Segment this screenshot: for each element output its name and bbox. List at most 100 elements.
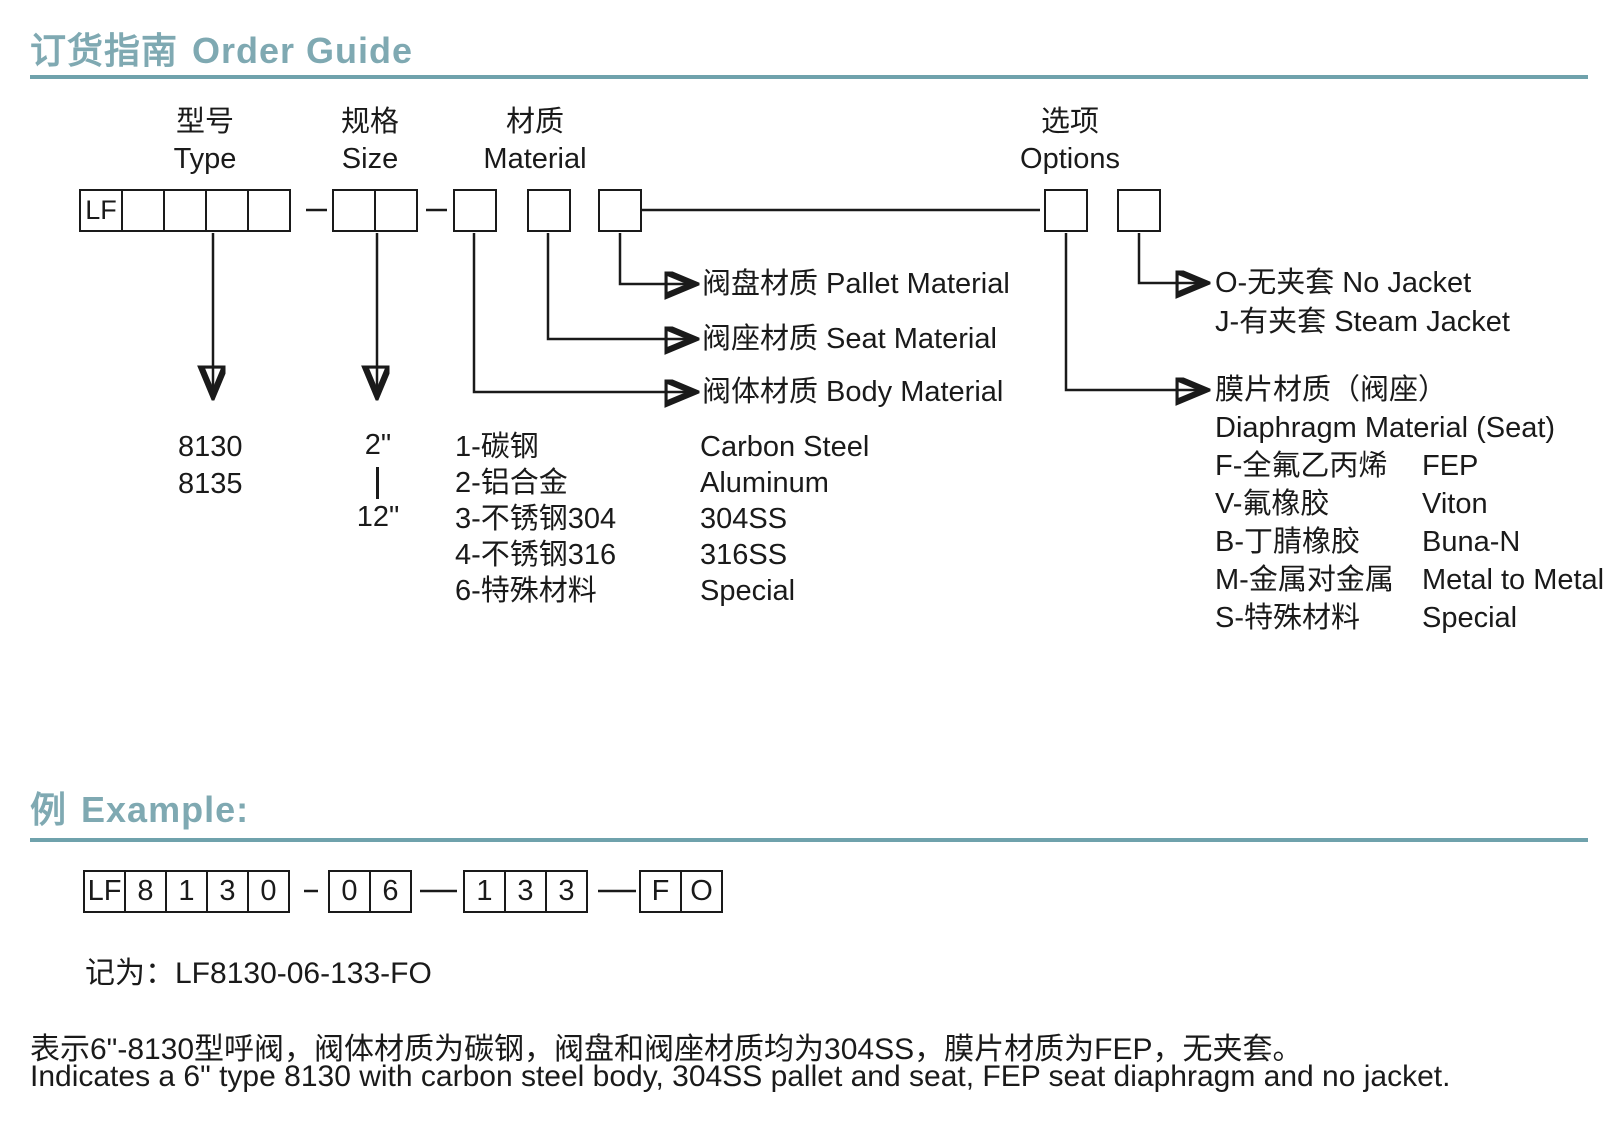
example-cell: 3 bbox=[545, 870, 588, 913]
material-code-list-zh: 1-碳钢 2-铝合金 3-不锈钢304 4-不锈钢316 6-特殊材料 bbox=[455, 429, 616, 609]
header-rule bbox=[30, 75, 1588, 79]
callout-steam-jacket: J-有夹套 Steam Jacket bbox=[1215, 306, 1510, 338]
material-code: 1-碳钢 bbox=[455, 431, 539, 463]
page-title-en: Order Guide bbox=[192, 30, 414, 71]
example-description-en: Indicates a 6" type 8130 with carbon ste… bbox=[30, 1060, 1451, 1093]
example-cell: 1 bbox=[165, 870, 208, 913]
pallet-material-connector bbox=[618, 233, 692, 284]
column-header-material-en: Material bbox=[483, 143, 587, 175]
material-name: 316SS bbox=[700, 539, 788, 571]
example-type-boxes: LF 8 1 3 0 bbox=[83, 870, 290, 913]
example-cell: 3 bbox=[206, 870, 249, 913]
callout-body-material: 阀体材质 Body Material bbox=[702, 376, 1004, 408]
column-header-size-zh: 规格 bbox=[340, 106, 400, 138]
column-header-type: 型号 Type bbox=[174, 104, 237, 178]
type-code-8130: 8130 bbox=[178, 431, 243, 463]
column-header-material: 材质 Material bbox=[483, 104, 586, 178]
diaphragm-name: Special bbox=[1422, 602, 1518, 634]
material-name: 304SS bbox=[700, 503, 788, 535]
diaphragm-name: Metal to Metal bbox=[1422, 564, 1605, 596]
diaphragm-code: V-氟橡胶 bbox=[1215, 488, 1330, 520]
example-size-boxes: 0 6 bbox=[328, 870, 412, 913]
example-code-label: 记为： bbox=[85, 957, 175, 990]
body-material-box bbox=[453, 189, 497, 232]
material-name: Aluminum bbox=[700, 467, 829, 499]
diaphragm-code: B-丁腈橡胶 bbox=[1215, 526, 1361, 558]
example-description-zh: 表示6"-8130型呼阀，阀体材质为碳钢，阀盘和阀座材质均为304SS，膜片材质… bbox=[30, 1033, 1303, 1066]
example-title-zh: 例 bbox=[30, 789, 68, 830]
type-code-8135: 8135 bbox=[178, 468, 243, 500]
example-cell: LF bbox=[83, 870, 126, 913]
diaphragm-material-list: 膜片材质（阀座） Diaphragm Material (Seat) F-全氟乙… bbox=[1215, 371, 1604, 637]
prefix-cell: LF bbox=[79, 189, 123, 232]
size-range-min: 2" bbox=[364, 429, 392, 461]
diaphragm-name: Viton bbox=[1422, 488, 1488, 520]
size-digit-cell bbox=[332, 189, 376, 232]
column-header-type-zh: 型号 bbox=[175, 106, 234, 138]
page-title-zh: 订货指南 bbox=[30, 30, 179, 71]
callout-seat-material: 阀座材质 Seat Material bbox=[702, 323, 997, 355]
column-header-size: 规格 Size bbox=[341, 104, 399, 178]
diaphragm-option-box bbox=[1044, 189, 1088, 232]
example-cell: 3 bbox=[504, 870, 547, 913]
example-cell: 8 bbox=[124, 870, 167, 913]
example-cell: 0 bbox=[247, 870, 290, 913]
type-digit-cell bbox=[121, 189, 165, 232]
column-header-options-zh: 选项 bbox=[1040, 106, 1100, 138]
diaphragm-code: F-全氟乙丙烯 bbox=[1215, 450, 1388, 482]
example-code: LF8130-06-133-FO bbox=[175, 957, 432, 990]
example-rule bbox=[30, 838, 1588, 842]
material-code: 4-不锈钢316 bbox=[455, 539, 617, 571]
example-code-line: 记为：LF8130-06-133-FO bbox=[85, 948, 432, 992]
diaphragm-code: M-金属对金属 bbox=[1215, 564, 1394, 596]
pallet-material-box bbox=[598, 189, 642, 232]
size-range-max: 12" bbox=[356, 501, 400, 533]
example-cell: F bbox=[639, 870, 682, 913]
example-options-boxes: F O bbox=[639, 870, 723, 913]
type-digit-cell bbox=[205, 189, 249, 232]
example-cell: 1 bbox=[463, 870, 506, 913]
example-title: 例 Example: bbox=[30, 781, 249, 833]
diaphragm-name: Buna-N bbox=[1422, 526, 1521, 558]
jacket-option-box bbox=[1117, 189, 1161, 232]
column-header-options: 选项 Options bbox=[1020, 104, 1120, 178]
body-material-connector bbox=[472, 233, 692, 392]
jacket-option-connector bbox=[1137, 233, 1203, 283]
page-title: 订货指南 Order Guide bbox=[30, 22, 413, 74]
column-header-material-zh: 材质 bbox=[505, 106, 564, 138]
diaphragm-code-row: V-氟橡胶 Viton bbox=[1215, 485, 1604, 523]
diaphragm-code-row: B-丁腈橡胶 Buna-N bbox=[1215, 523, 1604, 561]
example-cell: 0 bbox=[328, 870, 371, 913]
size-code-boxes bbox=[332, 189, 418, 232]
seat-material-box bbox=[527, 189, 571, 232]
diaphragm-name: FEP bbox=[1422, 450, 1479, 482]
diaphragm-option-connector bbox=[1064, 233, 1203, 390]
size-digit-cell bbox=[374, 189, 418, 232]
column-header-size-en: Size bbox=[341, 143, 399, 175]
material-name: Carbon Steel bbox=[700, 431, 870, 463]
column-header-type-en: Type bbox=[173, 143, 237, 175]
material-code: 6-特殊材料 bbox=[455, 575, 597, 607]
type-code-list: 8130 8135 bbox=[178, 429, 243, 503]
example-material-boxes: 1 3 3 bbox=[463, 870, 588, 913]
material-code: 3-不锈钢304 bbox=[455, 503, 617, 535]
diaphragm-title-en: Diaphragm Material (Seat) bbox=[1215, 412, 1556, 444]
size-range-separator bbox=[376, 467, 379, 499]
material-code: 2-铝合金 bbox=[455, 467, 568, 499]
diaphragm-code-row: M-金属对金属 Metal to Metal bbox=[1215, 561, 1604, 599]
diaphragm-title-zh: 膜片材质（阀座） bbox=[1215, 374, 1448, 406]
material-name: Special bbox=[700, 575, 796, 607]
type-digit-cell bbox=[163, 189, 207, 232]
material-code-list-en: Carbon Steel Aluminum 304SS 316SS Specia… bbox=[700, 429, 869, 609]
seat-material-connector bbox=[546, 233, 692, 339]
diaphragm-code-row: F-全氟乙丙烯 FEP bbox=[1215, 447, 1604, 485]
callout-no-jacket: O-无夹套 No Jacket bbox=[1215, 267, 1472, 299]
type-digit-cell bbox=[247, 189, 291, 232]
diaphragm-code-row: S-特殊材料 Special bbox=[1215, 599, 1604, 637]
example-title-en: Example: bbox=[81, 789, 250, 830]
column-header-options-en: Options bbox=[1020, 143, 1120, 175]
diaphragm-code: S-特殊材料 bbox=[1215, 602, 1361, 634]
example-cell: O bbox=[680, 870, 723, 913]
callout-pallet-material: 阀盘材质 Pallet Material bbox=[702, 268, 1010, 300]
